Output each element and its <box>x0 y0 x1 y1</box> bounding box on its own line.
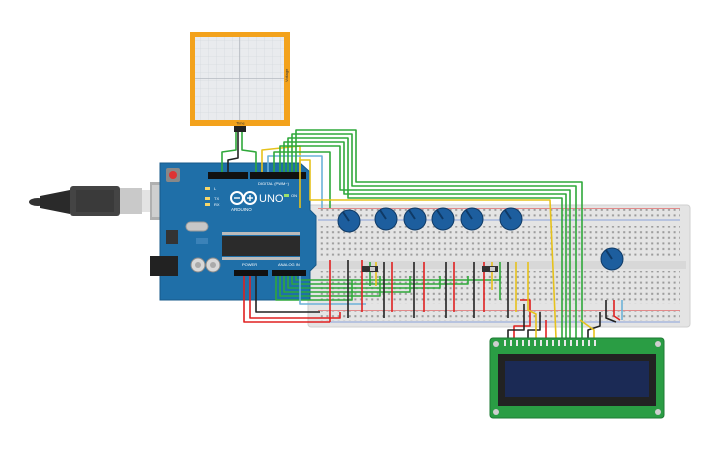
rx-label: RX <box>214 202 220 207</box>
knob-icon[interactable] <box>600 247 624 271</box>
potentiometers <box>337 207 624 271</box>
knob-icon[interactable] <box>431 207 455 231</box>
slide-switch[interactable] <box>482 266 498 272</box>
lcd-display[interactable] <box>489 337 665 419</box>
tx-label: TX <box>214 196 219 201</box>
usb-cable-icon[interactable] <box>29 182 174 220</box>
slide-switch[interactable] <box>362 266 378 272</box>
arduino-uno-board[interactable]: DIGITAL (PWM~) L TX RX UNO ARDUINO ON <box>150 162 317 301</box>
knob-icon[interactable] <box>403 207 427 231</box>
breadboard[interactable] <box>307 204 691 328</box>
board-model: UNO <box>259 193 284 205</box>
arduino-logo-icon <box>230 191 257 205</box>
digital-label: DIGITAL (PWM~) <box>258 181 290 186</box>
knob-icon[interactable] <box>374 207 398 231</box>
board-brand: ARDUINO <box>231 207 252 212</box>
knob-icon[interactable] <box>499 207 523 231</box>
led-label: L <box>214 186 217 191</box>
on-label: ON <box>291 193 297 198</box>
lcd-pins <box>504 340 596 346</box>
power-label: POWER <box>242 262 257 267</box>
knob-icon[interactable] <box>337 209 361 233</box>
plotter-time-label: Time <box>236 121 246 126</box>
knob-icon[interactable] <box>460 207 484 231</box>
plotter-display[interactable]: Time Voltage <box>190 32 290 132</box>
analog-label: ANALOG IN <box>278 262 300 267</box>
plotter-voltage-label: Voltage <box>284 68 289 82</box>
